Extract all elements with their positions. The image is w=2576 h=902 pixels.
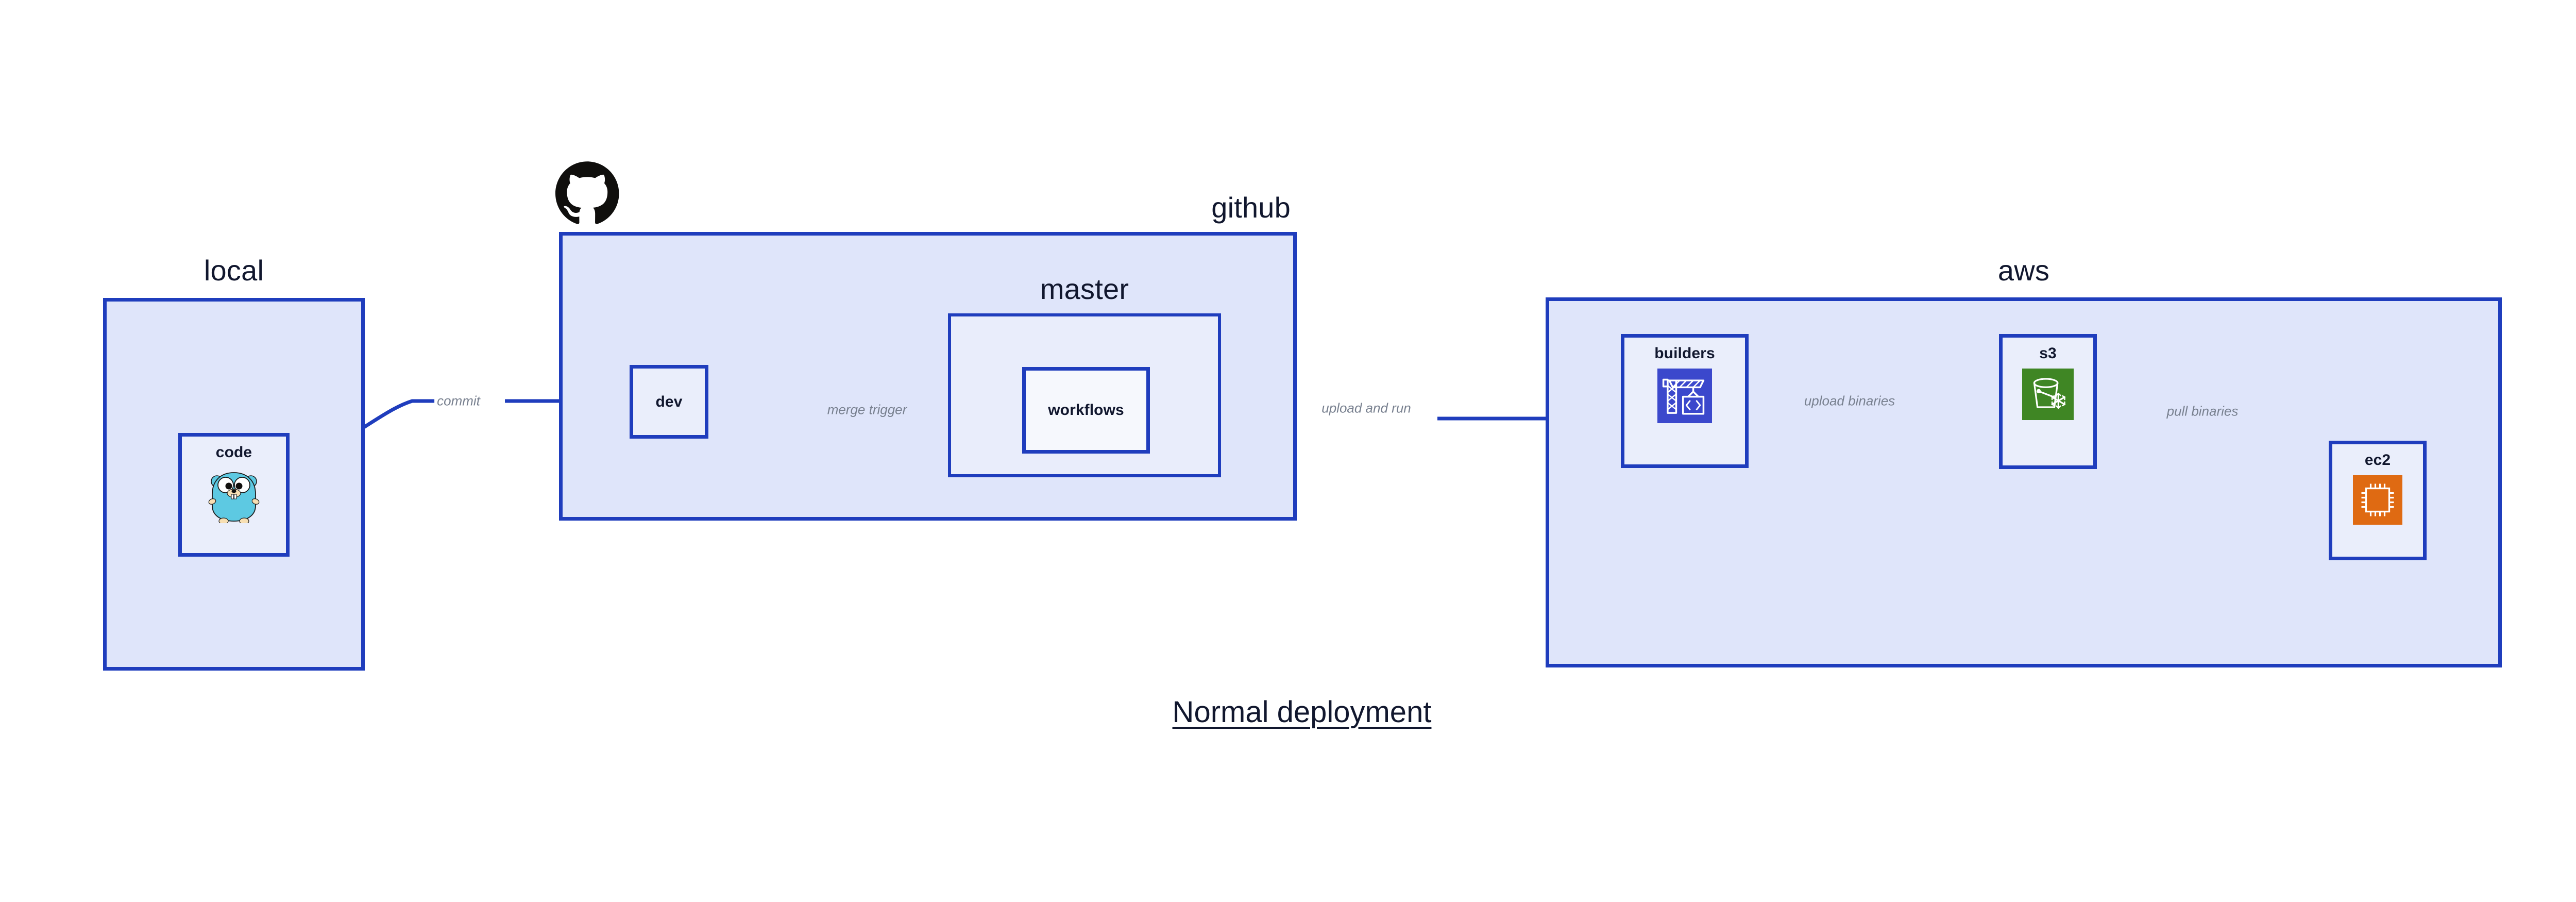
aws-ec2-chip-icon xyxy=(2353,475,2402,527)
node-label-dev: dev xyxy=(655,393,683,410)
aws-s3-bucket-icon xyxy=(2022,369,2074,423)
edge-label-commit: commit xyxy=(434,394,483,408)
node-label-s3: s3 xyxy=(2039,345,2057,362)
group-label-local: local xyxy=(204,254,264,287)
group-label-master: master xyxy=(1040,273,1129,305)
edge-label-upload-and-run: upload and run xyxy=(1319,401,1414,415)
aws-builders-crane-icon xyxy=(1657,369,1712,426)
edge-label-pull-binaries: pull binaries xyxy=(2164,404,2241,419)
group-label-github: github xyxy=(1211,191,1291,224)
node-ec2[interactable]: ec2 xyxy=(2329,441,2427,560)
edge-label-upload-binaries: upload binaries xyxy=(1801,394,1898,408)
node-label-workflows: workflows xyxy=(1048,402,1124,419)
node-dev[interactable]: dev xyxy=(630,365,708,439)
edge-label-merge-trigger: merge trigger xyxy=(824,403,910,417)
node-s3[interactable]: s3 xyxy=(1999,334,2097,469)
node-label-code: code xyxy=(215,444,252,461)
node-code[interactable]: code xyxy=(178,433,290,557)
go-gopher-icon xyxy=(208,467,260,526)
node-label-ec2: ec2 xyxy=(2364,452,2391,469)
node-label-builders: builders xyxy=(1654,345,1715,362)
node-workflows[interactable]: workflows xyxy=(1022,367,1150,454)
node-builders-final[interactable]: builders xyxy=(1621,334,1749,468)
diagram-title: Normal deployment xyxy=(1172,695,1432,729)
group-label-aws: aws xyxy=(1997,254,2050,287)
github-octocat-icon xyxy=(555,161,619,225)
